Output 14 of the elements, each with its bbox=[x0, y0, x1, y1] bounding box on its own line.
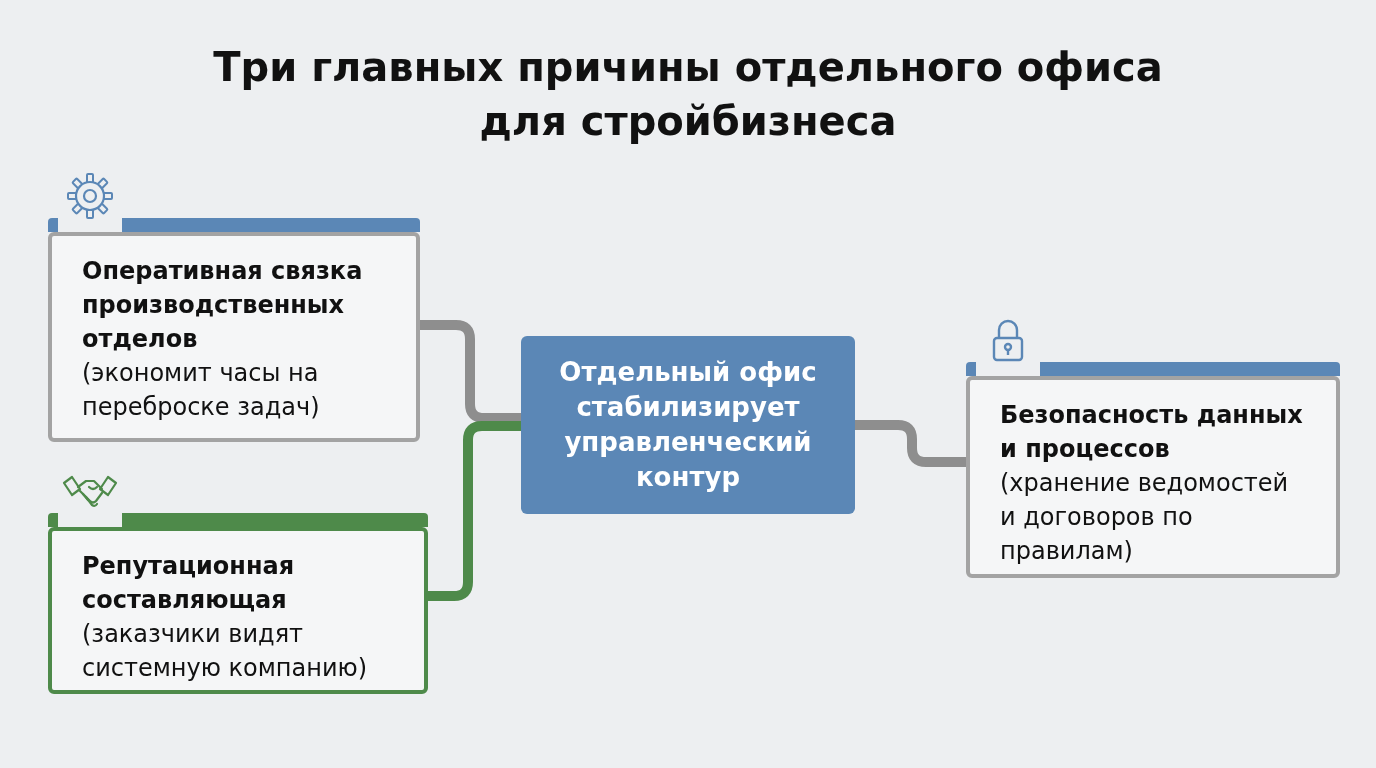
card-description: (экономит часы на переброске задач) bbox=[82, 358, 321, 423]
info-card bbox=[48, 232, 420, 442]
card-heading: Отдельный офис стабилизирует управленческий контур bbox=[558, 356, 818, 494]
connector-line bbox=[855, 420, 966, 467]
card-heading: Безопасность данных и процессов bbox=[1000, 400, 1304, 465]
central-box bbox=[521, 336, 855, 514]
card-description: (заказчики видят системную компанию) bbox=[82, 619, 369, 684]
card-heading: Репутационная составляющая bbox=[82, 551, 296, 616]
card-heading: Оперативная связка производственных отделов bbox=[82, 256, 364, 355]
card-description: (хранение ведомостей и договоров по правилам) bbox=[1000, 468, 1290, 567]
connector-line bbox=[420, 320, 521, 423]
info-card bbox=[966, 376, 1340, 578]
info-card bbox=[48, 527, 428, 694]
title: Три главных причины отдельного офиса для стройбизнеса bbox=[212, 43, 1164, 146]
